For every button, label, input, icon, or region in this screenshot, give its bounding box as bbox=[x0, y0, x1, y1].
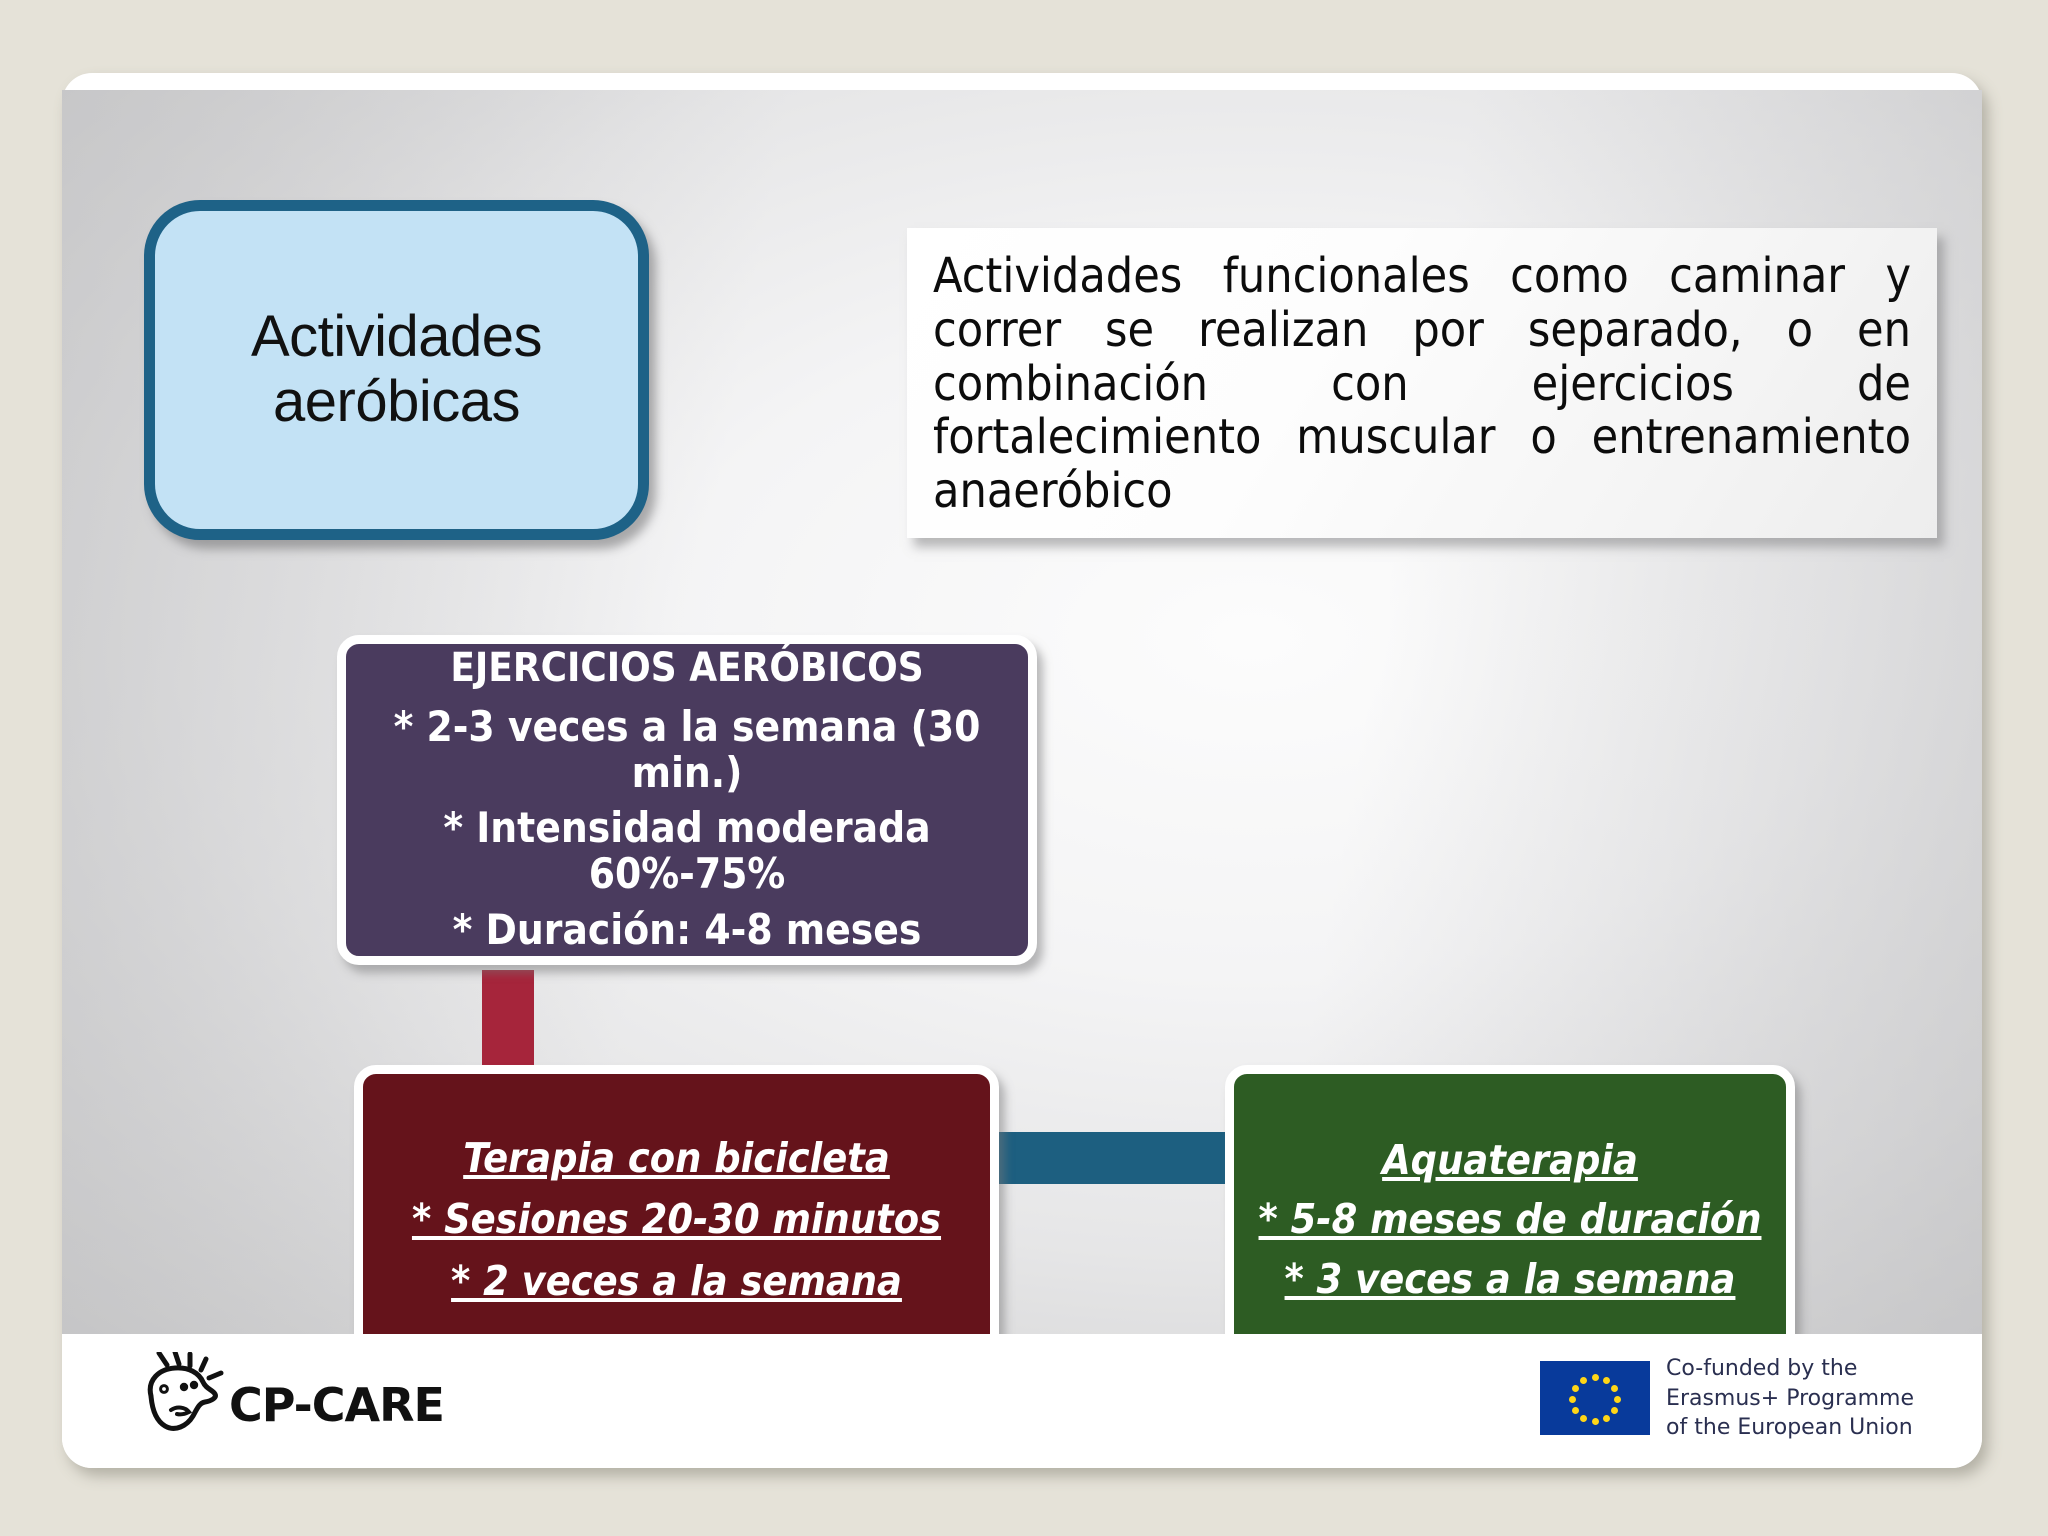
cp-care-wordmark: CP-CARE bbox=[229, 1378, 445, 1432]
connector-horizontal-blue bbox=[997, 1132, 1229, 1184]
eu-funding-text: Co-funded by the Erasmus+ Programme of t… bbox=[1666, 1356, 1914, 1440]
aqua-box-line-2: * 3 veces a la semana bbox=[1284, 1254, 1736, 1303]
footer-strip: CP-CARE Co-funded by the Erasmus+ Progra… bbox=[62, 1334, 1982, 1468]
aquatherapy-box[interactable]: Aquaterapia * 5-8 meses de duración * 3 … bbox=[1225, 1065, 1795, 1334]
cp-care-face-icon bbox=[137, 1349, 233, 1444]
connector-vertical-red bbox=[482, 970, 534, 1066]
aqua-box-heading: Aquaterapia bbox=[1382, 1136, 1638, 1185]
description-box[interactable]: Actividades funcionales como caminar y c… bbox=[907, 228, 1937, 538]
bike-therapy-box[interactable]: Terapia con bicicleta * Sesiones 20-30 m… bbox=[354, 1065, 999, 1334]
bike-box-heading: Terapia con bicicleta bbox=[463, 1134, 890, 1183]
slide-frame: Actividades aeróbicas Actividades funcio… bbox=[62, 73, 1982, 1468]
eu-funding-logo: Co-funded by the Erasmus+ Programme of t… bbox=[1540, 1354, 1914, 1442]
aerobic-box-line-1: * 2-3 veces a la semana (30 min.) bbox=[393, 701, 981, 797]
aerobic-box-line-2: * Intensidad moderada 60%-75% bbox=[443, 803, 931, 899]
aerobic-box-line-3: * Duración: 4-8 meses bbox=[452, 904, 922, 954]
aerobic-exercises-box[interactable]: EJERCICIOS AERÓBICOS * 2-3 veces a la se… bbox=[337, 635, 1037, 965]
aqua-box-line-1: * 5-8 meses de duración bbox=[1258, 1195, 1762, 1244]
description-box-text: Actividades funcionales como caminar y c… bbox=[933, 248, 1911, 519]
title-box-label: Actividades aeróbicas bbox=[250, 304, 543, 434]
slide-content-area: Actividades aeróbicas Actividades funcio… bbox=[62, 90, 1982, 1334]
bike-box-line-2: * 2 veces a la semana bbox=[451, 1256, 902, 1305]
eu-flag-icon bbox=[1540, 1361, 1651, 1436]
cp-care-logo: CP-CARE bbox=[137, 1349, 445, 1446]
aerobic-box-heading: EJERCICIOS AERÓBICOS bbox=[450, 645, 924, 692]
bike-box-line-1: * Sesiones 20-30 minutos bbox=[411, 1195, 942, 1244]
title-box[interactable]: Actividades aeróbicas bbox=[144, 200, 649, 540]
